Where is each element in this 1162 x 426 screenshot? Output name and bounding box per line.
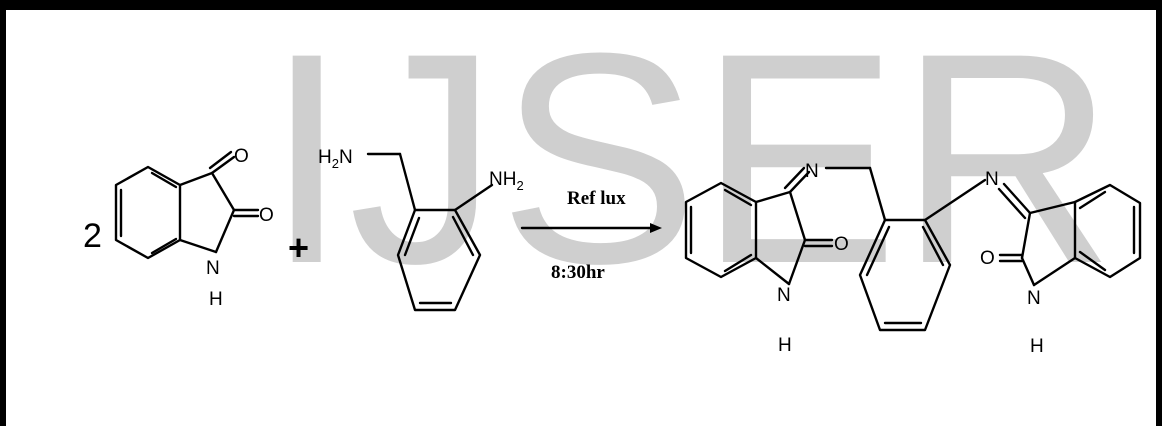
atom-nitrogen: N bbox=[777, 285, 791, 306]
watermark: IJSER bbox=[265, 0, 1115, 326]
reactant-isatin: O O N H bbox=[114, 146, 274, 310]
atom-amine-nh2: NH2 bbox=[489, 169, 524, 193]
product-bis-isatin-imine: N O N H N O N H bbox=[684, 161, 1142, 357]
condition-time: 8:30hr bbox=[551, 262, 605, 283]
atom-hydrogen: H bbox=[1030, 336, 1044, 357]
reactant-aminobenzylamine: H2N NH2 bbox=[318, 147, 524, 312]
atom-hydrogen: H bbox=[209, 289, 223, 310]
reaction-arrow bbox=[520, 223, 662, 233]
plus-sign: + bbox=[288, 227, 309, 268]
atom-oxygen: O bbox=[259, 205, 274, 226]
atom-hydrogen: H bbox=[778, 335, 792, 356]
atom-oxygen: O bbox=[234, 146, 249, 167]
condition-reflux: Ref lux bbox=[567, 188, 626, 209]
atom-nitrogen: N bbox=[985, 169, 999, 190]
atom-oxygen: O bbox=[980, 248, 995, 269]
stoichiometric-coefficient: 2 bbox=[83, 217, 102, 255]
atom-nitrogen: N bbox=[206, 258, 220, 279]
atom-amine-h2n: H2N bbox=[318, 147, 353, 171]
atom-nitrogen: N bbox=[1027, 288, 1041, 309]
atom-nitrogen: N bbox=[805, 161, 819, 182]
atom-oxygen: O bbox=[834, 234, 849, 255]
